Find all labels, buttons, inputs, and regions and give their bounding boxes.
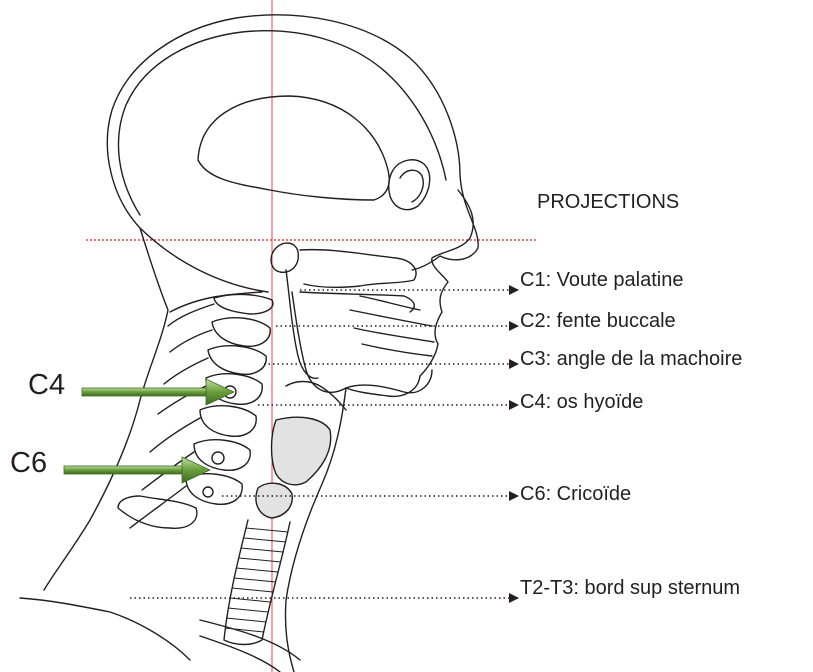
vertebra-c2 bbox=[212, 318, 270, 347]
vertebra-c1 bbox=[214, 294, 273, 314]
cervical-spine bbox=[130, 294, 273, 528]
vertebra-c5 bbox=[200, 406, 256, 437]
thyroid-cartilage bbox=[272, 417, 331, 485]
vertebra-c3 bbox=[208, 346, 266, 375]
projection-label-t2t3: T2-T3: bord sup sternum bbox=[520, 577, 740, 599]
trachea bbox=[224, 520, 290, 645]
shoulder-outline bbox=[20, 598, 190, 660]
reference-lines bbox=[86, 0, 538, 672]
skull-inner-outline bbox=[118, 31, 446, 215]
lower-teeth bbox=[354, 328, 434, 356]
posterior-neck-line bbox=[44, 228, 168, 590]
vertebra-c7 bbox=[186, 474, 242, 505]
mastoid bbox=[271, 243, 298, 272]
projection-label-c2: C2: fente buccale bbox=[520, 310, 676, 332]
marker-label-c4: C4 bbox=[28, 369, 65, 401]
palate bbox=[300, 292, 414, 312]
cranial-cavity bbox=[198, 96, 389, 200]
projections-heading: PROJECTIONS bbox=[537, 191, 679, 213]
skull-outline bbox=[107, 15, 478, 292]
maxilla bbox=[300, 250, 416, 288]
arrow-c4 bbox=[82, 379, 234, 405]
foramen-c6 bbox=[212, 452, 224, 464]
upper-teeth bbox=[350, 296, 432, 326]
projection-label-c6: C6: Cricoïde bbox=[520, 483, 631, 505]
marker-label-c6: C6 bbox=[10, 447, 47, 479]
cricoid-cartilage bbox=[256, 483, 292, 518]
projection-label-c4: C4: os hyoïde bbox=[520, 391, 643, 413]
arrow-c6 bbox=[64, 457, 210, 483]
head-neck-illustration bbox=[20, 15, 478, 672]
projection-label-c1: C1: Voute palatine bbox=[520, 269, 683, 291]
face-profile bbox=[346, 190, 473, 396]
orbit-inner bbox=[400, 170, 423, 202]
projection-label-c3: C3: angle de la machoire bbox=[520, 348, 742, 370]
scapula bbox=[118, 496, 197, 528]
vertebra-markers: C4 C6 bbox=[10, 369, 234, 483]
hyoid bbox=[286, 382, 346, 411]
foramen-c7 bbox=[203, 487, 213, 497]
clavicle bbox=[200, 620, 300, 672]
vertebra-c6 bbox=[194, 440, 250, 471]
